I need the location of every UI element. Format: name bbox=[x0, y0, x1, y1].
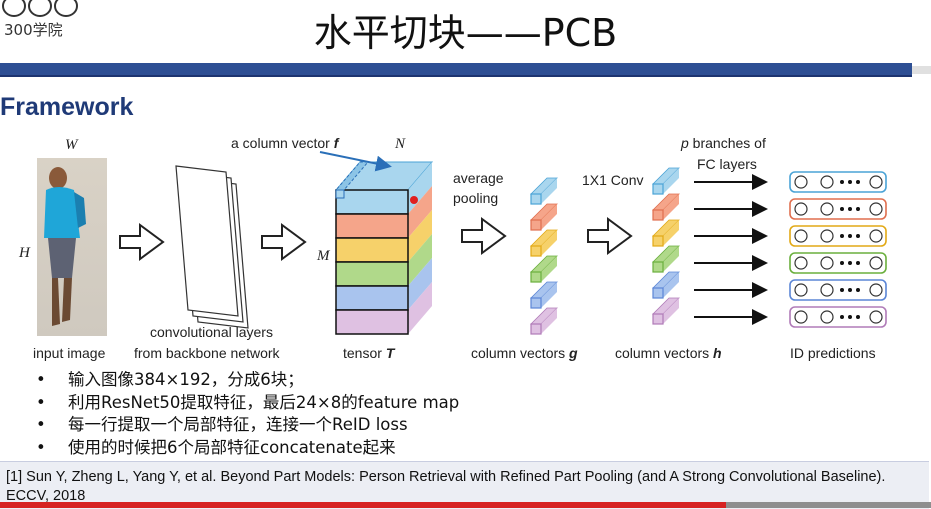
column-vector bbox=[530, 203, 558, 231]
column-vector bbox=[530, 307, 558, 335]
branches-label-line1: p branches of bbox=[680, 135, 766, 151]
id-prediction-box bbox=[789, 306, 887, 328]
height-label: H bbox=[18, 245, 31, 261]
id-prediction-box bbox=[789, 279, 887, 301]
reference-box bbox=[0, 461, 929, 509]
input-person-image bbox=[37, 158, 107, 336]
column-vector bbox=[530, 281, 558, 309]
column-vector bbox=[652, 193, 680, 221]
input-image-label: input image bbox=[33, 345, 106, 361]
id-prediction-box bbox=[789, 171, 887, 193]
column-vector bbox=[652, 219, 680, 247]
tensor-label: tensor T bbox=[343, 345, 396, 361]
conv1x1-label: 1X1 Conv bbox=[582, 172, 643, 188]
id-prediction-box bbox=[789, 198, 887, 220]
column-vector bbox=[652, 297, 680, 325]
reference-text: [1] Sun Y, Zheng L, Yang Y, et al. Beyon… bbox=[6, 469, 886, 504]
average-pooling-label-line1: average bbox=[453, 170, 504, 186]
flow-arrow bbox=[587, 217, 633, 255]
slide-title: 水平切块——PCB bbox=[313, 11, 618, 55]
channels-label: N bbox=[394, 136, 406, 152]
bullet-list: •输入图像384×192，分成6块； •利用ResNet50提取特征，最后24×… bbox=[36, 369, 459, 459]
logo-text: 300学院 bbox=[4, 21, 63, 39]
column-vector-label: a column vector f bbox=[231, 135, 340, 151]
flow-arrow bbox=[461, 217, 507, 255]
video-progress-fill[interactable] bbox=[0, 502, 727, 508]
column-vector bbox=[652, 245, 680, 273]
logo bbox=[2, 0, 78, 17]
average-pooling-label-line2: pooling bbox=[453, 190, 498, 206]
bullet-marker: • bbox=[36, 415, 46, 434]
column-vector bbox=[530, 177, 558, 205]
width-label: W bbox=[65, 137, 79, 153]
bullet-item: •利用ResNet50提取特征，最后24×8的feature map bbox=[36, 392, 459, 415]
column-vector-pointer bbox=[319, 151, 392, 172]
column-vector bbox=[652, 167, 680, 195]
id-prediction-box bbox=[789, 252, 887, 274]
id-prediction-boxes bbox=[789, 171, 887, 328]
column-vector bbox=[652, 271, 680, 299]
tensor-height-label: M bbox=[316, 248, 331, 264]
title-divider-bar bbox=[0, 63, 912, 77]
fc-branch-arrows bbox=[694, 174, 768, 325]
bullet-item: •每一行提取一个局部特征，连接一个ReID loss bbox=[36, 414, 459, 437]
flow-arrow bbox=[261, 223, 307, 261]
conv-label-line2: from backbone network bbox=[134, 345, 281, 361]
column-vector bbox=[530, 255, 558, 283]
tensor-block bbox=[334, 161, 434, 335]
title-divider-end bbox=[912, 66, 931, 74]
column-vectors-h bbox=[652, 167, 680, 325]
conv-label-line1: convolutional layers bbox=[150, 324, 273, 340]
id-prediction-box bbox=[789, 225, 887, 247]
bullet-item: •输入图像384×192，分成6块； bbox=[36, 369, 459, 392]
section-heading: Framework bbox=[0, 93, 134, 121]
id-predictions-label: ID predictions bbox=[790, 345, 876, 361]
column-vector bbox=[530, 229, 558, 257]
flow-arrow bbox=[119, 223, 165, 261]
bullet-marker: • bbox=[36, 437, 46, 457]
branches-label-line2: FC layers bbox=[697, 156, 757, 172]
bullet-item: •使用的时候把6个局部特征concatenate起来 bbox=[36, 437, 459, 460]
bullet-marker: • bbox=[36, 392, 46, 412]
column-vectors-h-label: column vectors h bbox=[615, 345, 722, 361]
column-vectors-g bbox=[530, 177, 558, 335]
bullet-marker: • bbox=[36, 370, 46, 389]
pcb-framework-diagram: W H input image convolutional layers fro… bbox=[18, 135, 887, 361]
column-vectors-g-label: column vectors g bbox=[471, 345, 578, 361]
convolutional-layers-stack bbox=[175, 165, 249, 329]
